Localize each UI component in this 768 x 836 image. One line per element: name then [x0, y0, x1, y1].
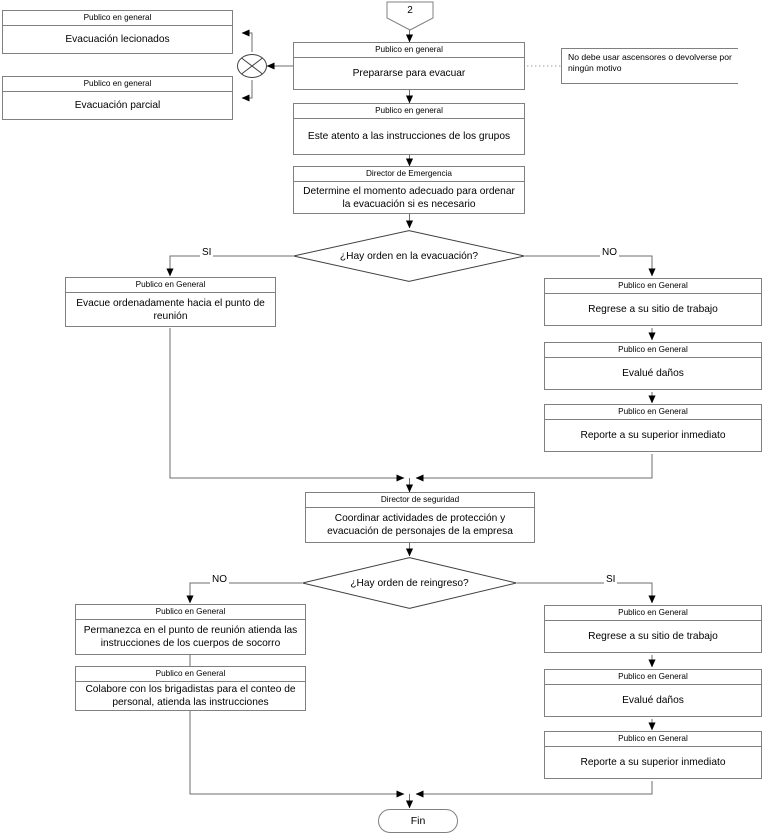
node-role: Publico en General [545, 405, 761, 420]
node-role: Publico en General [545, 732, 761, 747]
decision-hay-orden-reingreso[interactable]: ¿Hay orden de reingreso? [302, 557, 517, 609]
node-text: Este atento a las instrucciones de los g… [294, 119, 524, 154]
node-role: Publico en General [545, 606, 761, 621]
node-role: Director de Emergencia [294, 167, 524, 182]
node-role: Publico en General [545, 670, 761, 685]
node-text: Evacue ordenadamente hacia el punto de r… [66, 293, 275, 326]
node-evalue-danos-1[interactable]: Publico en General Evalué daños [544, 342, 762, 390]
node-text: Evalué daños [545, 685, 761, 716]
offpage-connector-2[interactable]: 2 [386, 1, 434, 31]
node-text: Evacuación parcial [3, 92, 232, 119]
node-reporte-superior-2[interactable]: Publico en General Reporte a su superior… [544, 731, 762, 779]
node-reporte-superior-1[interactable]: Publico en General Reporte a su superior… [544, 404, 762, 452]
node-role: Publico en General [545, 279, 761, 294]
node-role: Publico en general [294, 43, 524, 58]
node-role: Publico en general [3, 11, 232, 26]
node-coordinar-actividades[interactable]: Director de seguridad Coordinar activida… [305, 492, 535, 543]
node-este-atento-instrucciones[interactable]: Publico en general Este atento a las ins… [293, 103, 525, 155]
node-text: Determine el momento adecuado para orden… [294, 182, 524, 213]
decision-hay-orden-evacuacion[interactable]: ¿Hay orden en la evacuación? [293, 230, 525, 282]
offpage-connector-label: 2 [386, 1, 434, 20]
edge-label-no-evacuacion: NO [600, 247, 619, 258]
node-role: Publico en General [76, 667, 305, 682]
node-role: Publico en General [545, 343, 761, 358]
node-text: Regrese a su sitio de trabajo [545, 621, 761, 652]
node-fin[interactable]: Fin [378, 809, 458, 833]
decision-label: ¿Hay orden de reingreso? [302, 557, 517, 609]
node-regrese-sitio-trabajo-2[interactable]: Publico en General Regrese a su sitio de… [544, 605, 762, 653]
node-evacuacion-parcial[interactable]: Publico en general Evacuación parcial [2, 76, 233, 120]
node-text: Prepararse para evacuar [294, 58, 524, 89]
node-role: Publico en General [66, 278, 275, 293]
edge-label-si-evacuacion: SI [200, 247, 213, 258]
node-evacuacion-lecionados[interactable]: Publico en general Evacuación lecionados [2, 10, 233, 54]
node-text: Colabore con los brigadistas para el con… [76, 682, 305, 710]
terminator-label: Fin [411, 815, 426, 827]
node-role: Publico en general [294, 104, 524, 119]
node-role: Publico en general [3, 77, 232, 92]
node-role: Publico en General [76, 605, 305, 620]
note-text: No debe usar ascensores o devolverse por… [568, 52, 732, 73]
node-regrese-sitio-trabajo-1[interactable]: Publico en General Regrese a su sitio de… [544, 278, 762, 326]
node-text: Coordinar actividades de protección y ev… [306, 508, 534, 542]
node-text: Reporte a su superior inmediato [545, 420, 761, 451]
edge-label-si-reingreso: SI [604, 574, 617, 585]
node-permanezca-punto-reunion[interactable]: Publico en General Permanezca en el punt… [75, 604, 306, 655]
node-text: Permanezca en el punto de reunión atiend… [76, 620, 305, 654]
node-colabore-brigadistas[interactable]: Publico en General Colabore con los brig… [75, 666, 306, 711]
node-determine-momento[interactable]: Director de Emergencia Determine el mome… [293, 166, 525, 214]
node-text: Evalué daños [545, 358, 761, 389]
decision-label: ¿Hay orden en la evacuación? [293, 230, 525, 282]
node-prepararse-para-evacuar[interactable]: Publico en general Prepararse para evacu… [293, 42, 525, 90]
edge-label-no-reingreso: NO [210, 574, 229, 585]
node-role: Director de seguridad [306, 493, 534, 508]
node-evalue-danos-2[interactable]: Publico en General Evalué daños [544, 669, 762, 717]
node-text: Evacuación lecionados [3, 26, 232, 53]
node-evacue-ordenadamente[interactable]: Publico en General Evacue ordenadamente … [65, 277, 276, 327]
crossed-circle-junction-icon [236, 52, 268, 80]
node-text: Regrese a su sitio de trabajo [545, 294, 761, 325]
note-ascensores: No debe usar ascensores o devolverse por… [561, 48, 738, 84]
node-text: Reporte a su superior inmediato [545, 747, 761, 778]
